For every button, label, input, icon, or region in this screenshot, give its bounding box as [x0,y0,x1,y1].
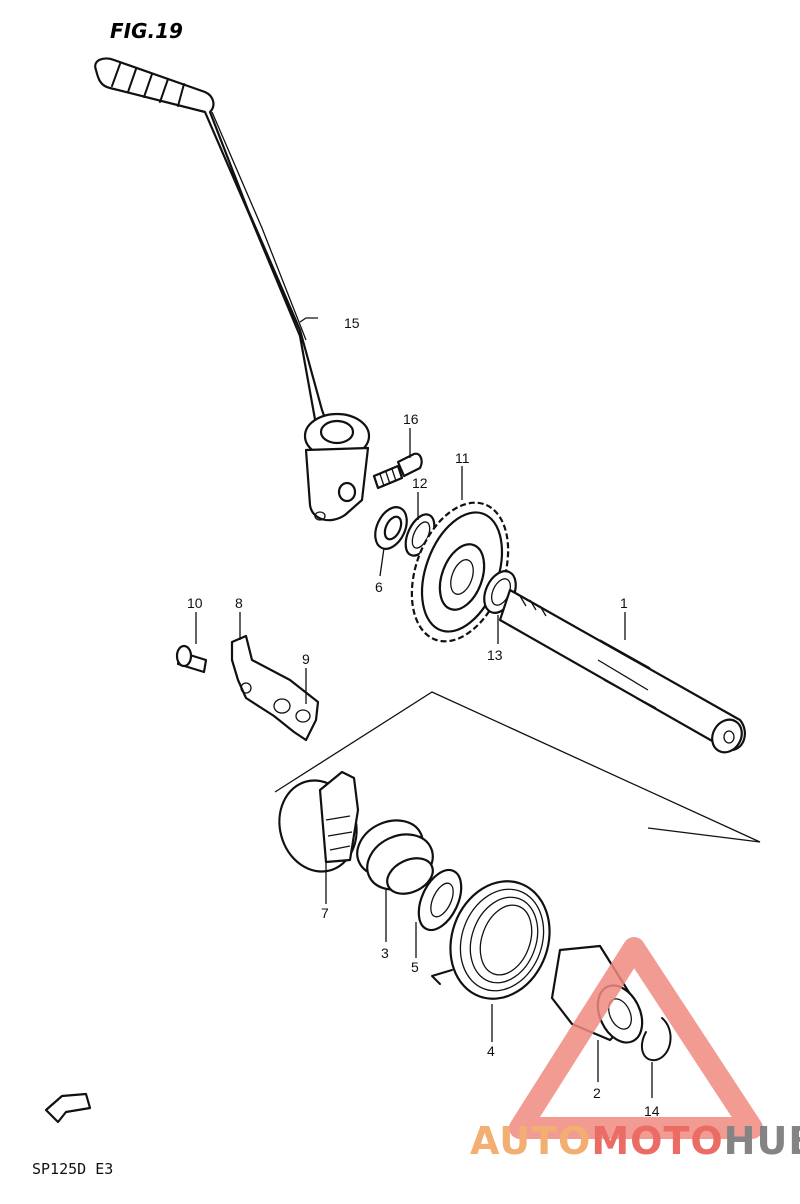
guide-plate-parts-8-9-10 [175,634,320,742]
model-code: SP125D E3 [32,1160,113,1178]
figure-title: FIG.19 [110,19,183,43]
circlip-part-14 [640,1017,672,1062]
kick-lever-part-15 [94,57,371,522]
forward-arrow: FWD [44,1092,92,1124]
callout-12: 12 [412,475,428,491]
callout-4: 4 [487,1043,495,1059]
ratchet-part-7 [278,770,360,873]
fwd-label: FWD [61,1100,83,1112]
assembly-boundary-line [274,691,761,843]
kick-shaft-part-1 [498,588,746,754]
watermark-logo: AUTOMOTOHUB [470,937,800,1163]
washer-part-5 [417,868,463,932]
return-spring-part-4 [431,880,551,1000]
leader-lines [195,317,653,1098]
callout-15: 15 [344,315,360,331]
callout-8: 8 [235,595,243,611]
kick-gear-part-11 [410,501,510,643]
callout-9: 9 [302,651,310,667]
bolt-part-16 [372,452,423,490]
callout-5: 5 [411,959,419,975]
callout-16: 16 [403,411,419,427]
callout-1: 1 [620,595,628,611]
watermark-auto: AUTO [470,1119,591,1163]
callout-3: 3 [381,945,389,961]
callout-6: 6 [375,579,383,595]
callout-2: 2 [593,1085,601,1101]
watermark-triangle [509,937,763,1139]
watermark-hub: HUB [724,1119,800,1163]
callout-7: 7 [321,905,329,921]
callout-13: 13 [487,647,503,663]
callout-11: 11 [455,450,470,466]
spring-part-3 [356,819,434,895]
watermark-moto: MOTO [591,1119,723,1163]
callout-10: 10 [187,595,203,611]
svg-text:AUTOMOTOHUB: AUTOMOTOHUB [470,1119,800,1163]
oil-seal-part-6 [374,506,408,550]
callout-14: 14 [644,1103,660,1119]
